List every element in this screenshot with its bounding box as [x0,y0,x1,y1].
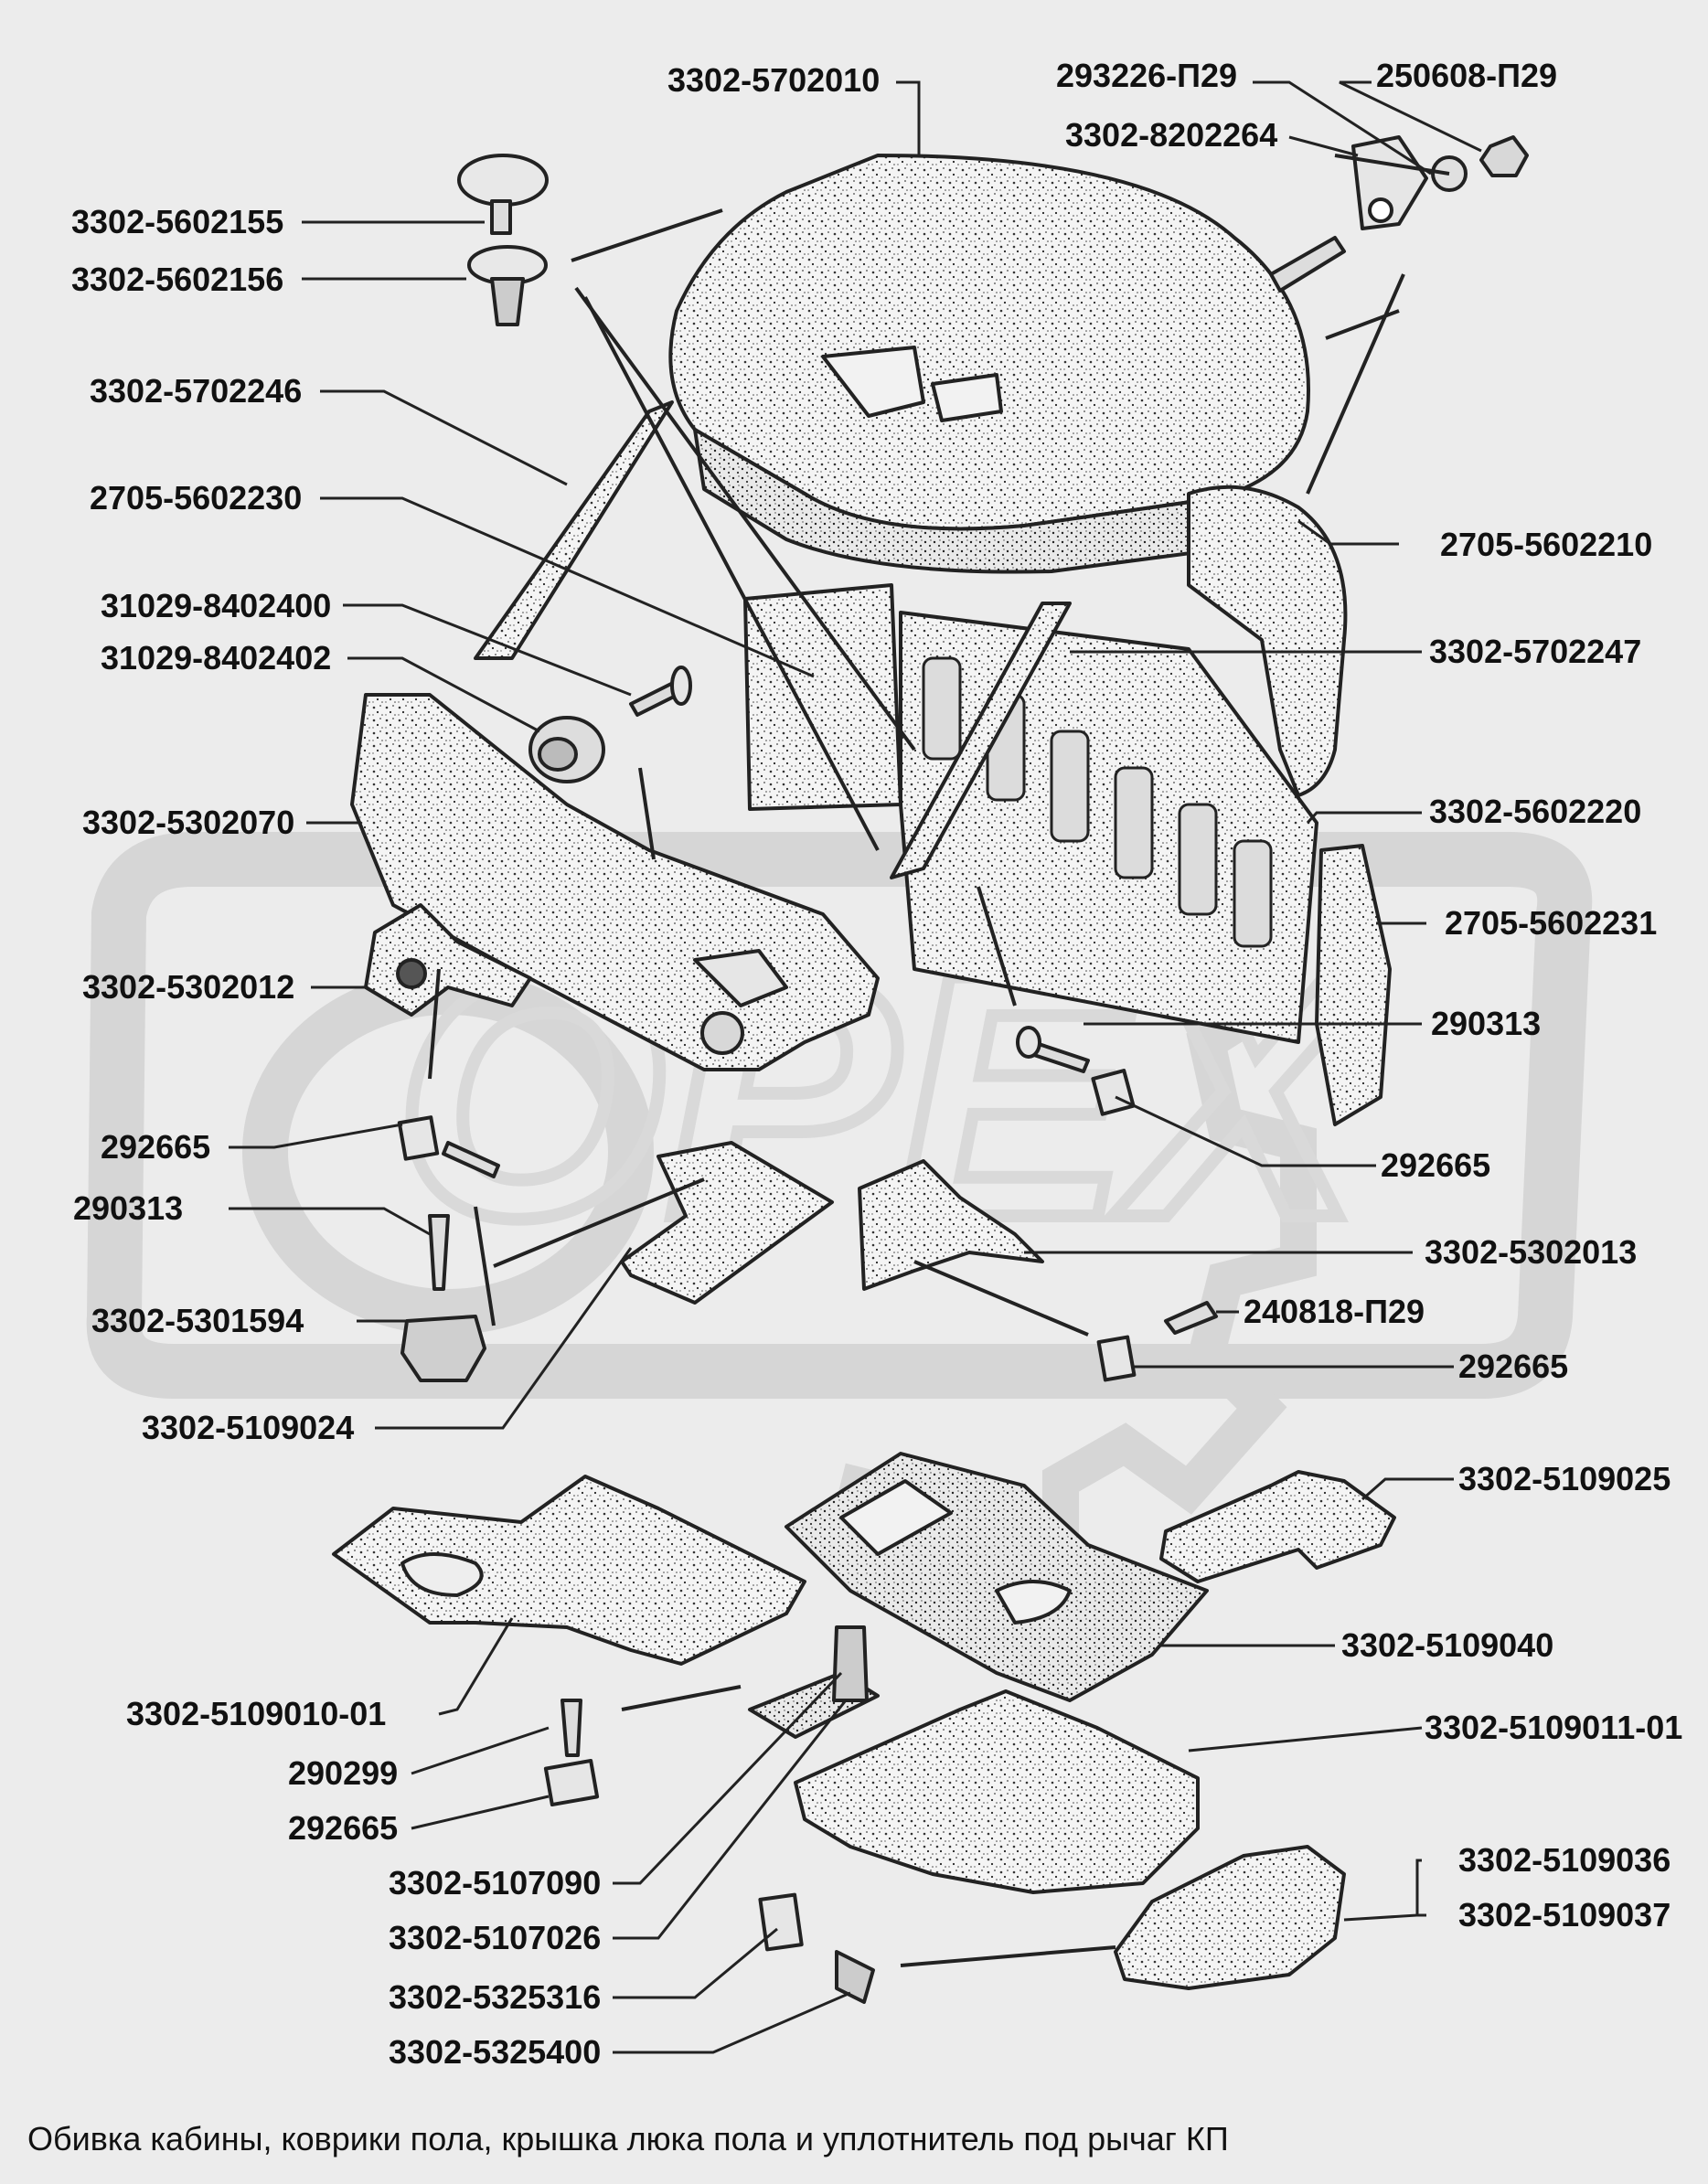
grommet-8402402 [528,716,605,783]
label-290313-left: 290313 [73,1189,183,1227]
label-2705-5602230: 2705-5602230 [90,479,302,517]
floor-mat-front [620,1141,834,1305]
label-292665-right2: 292665 [1458,1348,1568,1385]
rear-panel [899,611,1318,1044]
floor-mat-right [794,1689,1200,1894]
gear-lever-seal [1114,1845,1346,1990]
label-2705-5602231: 2705-5602231 [1445,904,1657,942]
screw-240818 [1164,1301,1218,1335]
label-3302-5109024: 3302-5109024 [142,1409,354,1446]
screw-5325400 [835,1950,875,2004]
label-3302-5602220: 3302-5602220 [1429,793,1641,830]
engine-cover-panel [350,693,880,1071]
screw-290313-left [428,1141,500,1291]
screw-290313-right [1016,1026,1090,1073]
label-3302-5107026: 3302-5107026 [389,1919,601,1956]
stud-5107026 [832,1625,869,1702]
label-31029-8402402: 31029-8402402 [101,639,331,677]
label-293226-p29: 293226-П29 [1056,57,1237,94]
label-2705-5602210: 2705-5602210 [1440,526,1652,563]
label-31029-8402400: 31029-8402400 [101,587,331,624]
label-3302-5301594: 3302-5301594 [91,1302,304,1339]
clip-5602155 [457,154,549,235]
label-3302-5602156: 3302-5602156 [71,261,283,298]
bracket-right [858,1159,1044,1291]
label-290313-right: 290313 [1431,1005,1541,1042]
leader-lines [229,80,1482,2054]
label-3302-5302070: 3302-5302070 [82,804,294,841]
label-3302-5109011-01: 3302-5109011-01 [1425,1709,1682,1746]
label-292665-right: 292665 [1381,1146,1490,1184]
side-panel-left [743,583,902,811]
label-3302-5109040: 3302-5109040 [1341,1626,1553,1664]
label-3302-5109037: 3302-5109037 [1458,1896,1671,1934]
floor-hatch-cover [785,1452,1209,1702]
side-trim-right [1187,485,1348,797]
label-3302-5702246: 3302-5702246 [90,372,302,410]
label-3302-5302012: 3302-5302012 [82,968,294,1006]
screw-8402400 [629,666,692,717]
label-3302-5325400: 3302-5325400 [389,2033,601,2071]
label-3302-5302013: 3302-5302013 [1425,1233,1637,1271]
label-250608-p29: 250608-П29 [1376,57,1557,94]
clip-5301594 [400,1315,486,1382]
floor-mat-small [1159,1470,1396,1583]
floor-mat-left [332,1475,806,1666]
label-3302-5702247: 3302-5702247 [1429,633,1641,670]
label-292665-bottom: 292665 [288,1809,398,1847]
part-labels: 3302-5702010 293226-П29 250608-П29 3302-… [71,57,1682,2071]
trim-strip-left [474,400,674,660]
screw-290299 [560,1699,582,1757]
label-3302-5109010-01: 3302-5109010-01 [126,1695,386,1732]
label-3302-5109025: 3302-5109025 [1458,1460,1671,1497]
nut-250608 [1479,135,1529,177]
label-3302-5325316: 3302-5325316 [389,1978,601,2016]
assembly-lines [428,154,1450,1967]
clip-nut-292665-right2 [1096,1335,1137,1382]
label-292665-left: 292665 [101,1128,210,1166]
diagram-caption: Обивка кабины, коврики пола, крышка люка… [27,2120,1229,2157]
corner-trim-right [1315,844,1392,1126]
label-240818-p29: 240818-П29 [1244,1293,1425,1330]
label-290299: 290299 [288,1754,398,1792]
label-3302-5107090: 3302-5107090 [389,1864,601,1902]
clip-nut-292665-bottom [543,1758,600,1807]
washer-8202264 [1351,135,1428,230]
label-3302-5109036: 3302-5109036 [1458,1841,1671,1879]
clip-5325316 [758,1892,804,1952]
clip-5602156 [467,245,548,326]
trim-strip-middle [890,602,1072,879]
label-3302-5602155: 3302-5602155 [71,203,283,240]
bolt-8202264 [1269,236,1346,293]
rear-upper-trim [668,154,1310,574]
label-3302-8202264: 3302-8202264 [1065,116,1277,154]
bracket-left [364,903,532,1017]
label-3302-5702010: 3302-5702010 [667,61,880,99]
clip-nut-292665-left [397,1115,440,1161]
clip-nut-292665-right [1091,1069,1136,1116]
